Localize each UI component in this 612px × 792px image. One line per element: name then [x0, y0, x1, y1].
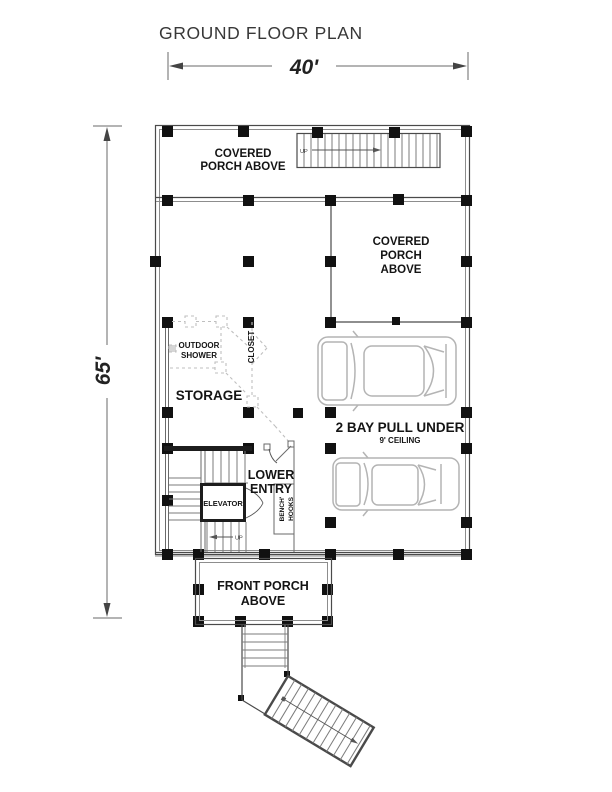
covered-porch-right-label-3: ABOVE [381, 264, 422, 276]
up-label-lower: UP [235, 536, 243, 542]
garage-label: 2 BAY PULL UNDER [336, 420, 465, 435]
bench-hooks-box [273, 483, 295, 535]
entry-core: ELEVATOR UP BENCH' HOOKS [164, 440, 295, 552]
upper-stair: UP [296, 132, 441, 169]
up-label-top: UP [300, 149, 308, 155]
dimension-height-value: 65' [92, 356, 115, 385]
dashed-overhang-outline [168, 315, 291, 444]
page-title: GROUND FLOOR PLAN [159, 23, 363, 43]
bench-label: BENCH' [279, 496, 286, 521]
elevator-label: ELEVATOR [203, 499, 243, 508]
outdoor-shower-label-2: SHOWER [181, 351, 217, 360]
lower-entry-label-2: ENTRY [250, 482, 293, 496]
garage-ceiling-label: 9' CEILING [379, 436, 420, 445]
covered-porch-right-label-1: COVERED [373, 236, 430, 248]
covered-porch-top-label-2: PORCH ABOVE [200, 161, 286, 173]
entry-thick-wall [164, 446, 252, 451]
exterior-stair [241, 625, 376, 768]
hooks-label: HOOKS [288, 496, 295, 521]
front-porch [194, 557, 333, 626]
car-top [317, 330, 457, 412]
dimension-height: 65' [92, 125, 122, 619]
column-posts [150, 126, 472, 701]
front-porch-label-2: ABOVE [241, 594, 285, 608]
room-labels: COVERED PORCH ABOVE COVERED PORCH ABOVE … [176, 148, 465, 608]
car-bottom [332, 451, 460, 517]
dimension-width-value: 40' [289, 56, 319, 79]
lower-entry-label-1: LOWER [248, 468, 295, 482]
front-porch-label-1: FRONT PORCH [217, 579, 309, 593]
covered-porch-right-label-2: PORCH [380, 250, 422, 262]
elevator-shaft [200, 483, 246, 522]
dimension-width: 40' [167, 52, 469, 80]
outdoor-shower-label-1: OUTDOOR [179, 341, 220, 350]
storage-label: STORAGE [176, 388, 243, 403]
angled-stair-run [263, 674, 376, 768]
closet-label: CLOSET [247, 331, 256, 364]
covered-porch-top-label-1: COVERED [215, 148, 272, 160]
